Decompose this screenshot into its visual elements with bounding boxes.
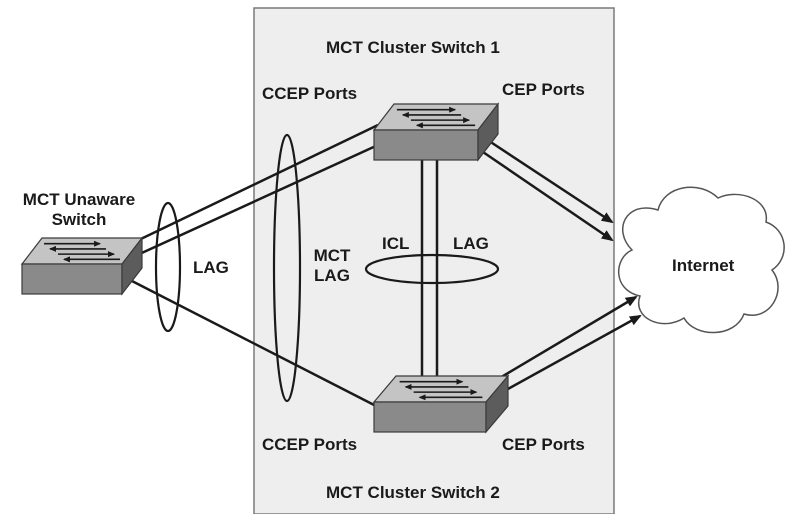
icl-label: ICL xyxy=(382,234,410,253)
mct-unaware-switch-label: MCT Unaware Switch xyxy=(22,190,136,229)
switch-icon xyxy=(372,374,510,434)
internet-label: Internet xyxy=(672,256,735,275)
lag-links-to-switch-1 xyxy=(121,123,379,264)
lag-ellipse-left xyxy=(154,201,182,333)
switch-icon xyxy=(20,236,144,296)
mct-lag-ellipse xyxy=(272,133,302,403)
ccep-ports-bottom-label: CCEP Ports xyxy=(262,435,358,454)
icl-lag-ellipse xyxy=(364,253,500,285)
cep-links-to-internet xyxy=(479,133,642,402)
ccep-ports-top-label: CCEP Ports xyxy=(262,84,358,103)
switch-icon xyxy=(372,102,500,162)
lag-left-label: LAG xyxy=(193,258,229,277)
cloud-icon xyxy=(617,186,785,334)
cluster-switch-1-label: MCT Cluster Switch 1 xyxy=(326,38,500,57)
icl-links xyxy=(420,158,439,380)
cep-ports-top-label: CEP Ports xyxy=(502,80,585,99)
icl-lag-label: LAG xyxy=(453,234,489,253)
mct-lag-label: MCT LAG xyxy=(313,246,351,285)
lag-link-to-switch-2 xyxy=(129,278,379,409)
cep-ports-bottom-label: CEP Ports xyxy=(502,435,585,454)
cluster-switch-2-label: MCT Cluster Switch 2 xyxy=(326,483,500,502)
